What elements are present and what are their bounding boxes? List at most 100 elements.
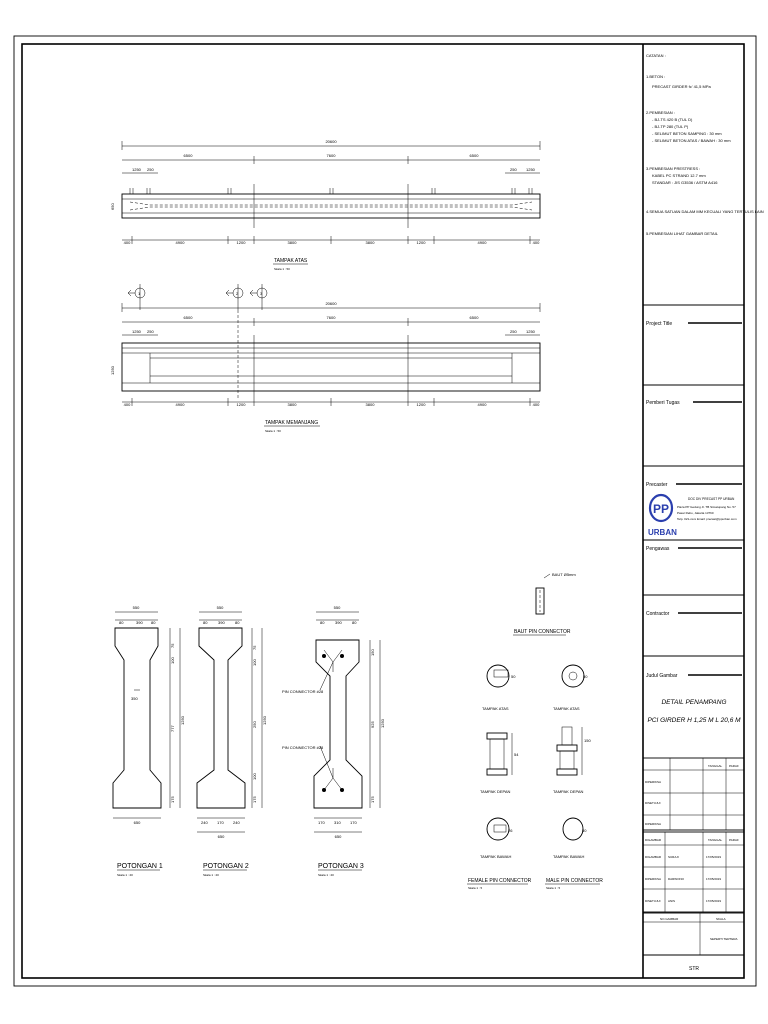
dim-part: 80	[119, 620, 124, 625]
female-caption: FEMALE PIN CONNECTOR	[468, 878, 532, 884]
note-line: KABEL PC STRAND 12.7 mm	[652, 173, 706, 178]
dim-side: 100	[252, 659, 257, 666]
male-front-view: 150 TAMPAK DEPAN	[553, 726, 591, 794]
baut-label: BAUT Ø5mm	[552, 572, 576, 577]
dim-bottom: 3800	[288, 402, 298, 407]
section-caption: POTONGAN 2	[203, 863, 249, 870]
pengawas-label: Pengawas	[646, 546, 670, 552]
approval-name: ANIS	[668, 899, 675, 903]
dim-height: 1250	[110, 365, 115, 375]
dim-bottom: 4900	[176, 402, 186, 407]
dim-bottom: 400	[533, 402, 540, 407]
marker-label: 1	[138, 291, 141, 296]
dim-bottom: 3800	[366, 402, 376, 407]
project-title-label: Project Title	[646, 321, 672, 327]
notes-list: 1.BETON : PRECAST GIRDER fc' 41,5 MPa 2.…	[646, 74, 764, 236]
rev-row-label: DIPERIKSA	[645, 780, 661, 784]
dim-value: 50	[511, 674, 516, 679]
note-line: 5.PEMBESIAN LIHAT GAMBAR DETAIL	[646, 231, 719, 236]
dim-seg: 7600	[327, 153, 337, 158]
plan-caption: TAMPAK ATAS	[274, 258, 308, 264]
dim-part: 170	[217, 820, 224, 825]
dim-bottom: 1200	[237, 402, 247, 407]
dim-bottom: 650	[218, 834, 225, 839]
dim-side: 75	[252, 645, 257, 650]
dim-total: 20600	[325, 301, 337, 306]
company-name: DOC DIV PRECAST PP URBAN	[688, 497, 735, 501]
female-front-view: 54 TAMPAK DEPAN	[480, 732, 519, 794]
section-marker-2: 2	[225, 284, 244, 310]
approval-date: 17/05/2019	[706, 899, 721, 903]
revision-table: TANGGAL PARAF DIPERIKSA DISETUJUI DIPERI…	[642, 757, 745, 831]
company-contact: Telp. 021-xxxx Email: precast@ppurban.co…	[677, 517, 737, 521]
inner-frame	[21, 43, 745, 979]
dim-value: 54	[514, 752, 519, 757]
dim-width: 650	[110, 203, 115, 210]
dim-end: 250	[510, 167, 517, 172]
logo-caption: URBAN	[648, 528, 677, 537]
view-caption: TAMPAK ATAS	[553, 706, 580, 711]
rev-row-label: DISETUJUI	[645, 801, 661, 805]
female-scale: Skala 1 : 5	[468, 886, 483, 890]
note-line: - BJ-TP 280 (TUL P)	[652, 124, 689, 129]
pin-label: PIN CONNECTOR #28	[282, 745, 324, 750]
note-line: 4.SEMUA SATUAN DALAM MM KECUALI YANG TER…	[646, 209, 764, 214]
note-line: 1.BETON :	[646, 74, 665, 79]
dim-side: 777	[170, 725, 175, 732]
dim-seg: 6500	[184, 315, 194, 320]
dim-side: 175	[370, 796, 375, 803]
dim-height: 1250	[380, 718, 385, 728]
dim-height: 1250	[262, 715, 267, 725]
dim-bottom: 400	[124, 402, 131, 407]
dim-end: 250	[147, 329, 154, 334]
dim-part: 310	[334, 820, 341, 825]
notes-header: CATATAN :	[646, 53, 666, 58]
approval-date: 17/05/2019	[706, 877, 721, 881]
dim-seg: 6500	[470, 153, 480, 158]
dim-side: 250	[252, 721, 257, 728]
precaster-label: Precaster	[646, 482, 668, 488]
dim-end: 1250	[132, 167, 142, 172]
dim-value: 26	[508, 828, 513, 833]
dim-part: 240	[233, 820, 240, 825]
dim-bottom: 3800	[288, 240, 298, 245]
view-caption: TAMPAK DEPAN	[553, 789, 584, 794]
dim-side: 100	[170, 657, 175, 664]
dim-bottom: 3800	[366, 240, 376, 245]
section-scale: Skala 1 : 20	[117, 873, 133, 877]
dim-bottom: 4900	[176, 240, 186, 245]
note-line: - SELIMUT BETON SAMPING : 30 mm	[652, 131, 722, 136]
approval-header: TANGGAL	[708, 838, 722, 842]
approval-header: DIGAMBAR	[645, 838, 662, 842]
dim-end: 250	[147, 167, 154, 172]
dim-part: 80	[235, 620, 240, 625]
approval-role: DIPERIKSA	[645, 877, 661, 881]
scale-value: SEPERTI TERTERA	[710, 937, 738, 941]
dim-part: 390	[136, 620, 143, 625]
pp-urban-logo: PP URBAN	[648, 493, 677, 537]
dim-value: 50	[582, 828, 587, 833]
note-line: PRECAST GIRDER fc' 41,5 MPa	[652, 84, 711, 89]
dim-part: 240	[201, 820, 208, 825]
dim-seg: 6500	[470, 315, 480, 320]
girder-plan	[121, 193, 541, 219]
dim-part: 80	[352, 620, 357, 625]
title-block: CATATAN : 1.BETON : PRECAST GIRDER fc' 4…	[642, 53, 764, 972]
dim-side: 150	[370, 649, 375, 656]
girder-elevation	[121, 342, 541, 392]
dim-side: 925	[370, 721, 375, 728]
pin-connector-details: BAUT Ø5mm BAUT PIN CONNECTOR 50 TAMPAK A…	[467, 572, 603, 890]
outer-frame	[13, 35, 757, 987]
approval-header: PARAF	[729, 838, 739, 842]
approval-role: DISETUJUI	[645, 899, 661, 903]
dim-end: 1250	[526, 167, 536, 172]
dim-part: 80	[320, 620, 325, 625]
dim-side: 100	[252, 773, 257, 780]
male-scale: Skala 1 : 5	[546, 886, 561, 890]
dim-bottom: 650	[134, 820, 141, 825]
approval-table: DIGAMBAR TANGGAL PARAF DIGAMBAR SURAJI 1…	[642, 831, 745, 913]
dim-web: 350	[131, 696, 138, 701]
male-caption: MALE PIN CONNECTOR	[546, 878, 603, 884]
dim-bottom: 400	[533, 240, 540, 245]
